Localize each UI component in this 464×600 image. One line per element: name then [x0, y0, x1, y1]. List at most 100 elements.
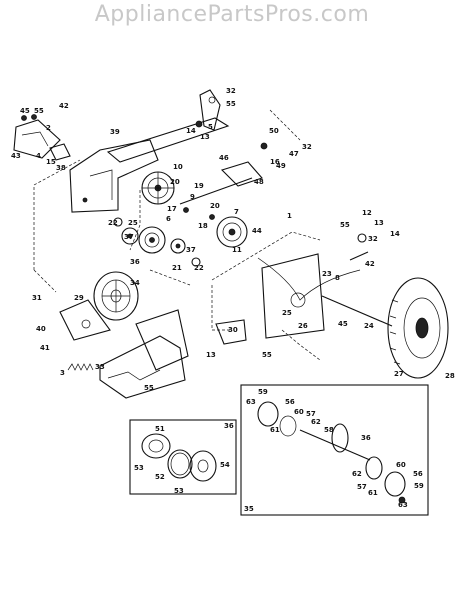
- label-63: 63: [398, 501, 408, 509]
- label-20: 20: [210, 202, 220, 210]
- label-16: 16: [270, 158, 280, 166]
- bushing-6: [183, 207, 189, 213]
- label-2: 2: [46, 124, 51, 132]
- label-58: 58: [324, 426, 334, 434]
- label-24: 24: [364, 322, 374, 330]
- washer-47: [260, 142, 268, 150]
- cable-42: [257, 257, 361, 301]
- pin-32: [357, 233, 367, 243]
- inset-axle-35: [240, 384, 429, 516]
- label-42: 42: [59, 102, 69, 110]
- label-39: 39: [110, 128, 120, 136]
- axle-key-12: [349, 251, 369, 261]
- bearing-22: [113, 217, 201, 267]
- label-8: 8: [335, 274, 340, 282]
- frame-plate: [261, 253, 325, 339]
- label-41: 41: [40, 344, 50, 352]
- label-62: 62: [352, 470, 362, 478]
- label-60: 60: [396, 461, 406, 469]
- label-53: 53: [134, 464, 144, 472]
- label-31: 31: [32, 294, 42, 302]
- label-36: 36: [224, 422, 234, 430]
- label-46: 46: [219, 154, 229, 162]
- lever-30: [215, 319, 247, 345]
- label-43: 43: [11, 152, 21, 160]
- inset-hub-36: [129, 419, 237, 495]
- label-57: 57: [306, 410, 316, 418]
- label-29: 29: [74, 294, 84, 302]
- label-25: 25: [282, 309, 292, 317]
- label-23: 23: [322, 270, 332, 278]
- shift-bracket-assembly: [13, 114, 71, 161]
- shield-32: [135, 309, 189, 371]
- plate-33: [99, 335, 186, 399]
- bracket-29-hole: [81, 319, 91, 329]
- label-1: 1: [287, 212, 292, 220]
- label-13: 13: [206, 351, 216, 359]
- label-25: 25: [128, 219, 138, 227]
- label-47: 47: [289, 150, 299, 158]
- label-55: 55: [226, 100, 236, 108]
- label-11: 11: [232, 246, 242, 254]
- label-32: 32: [368, 235, 378, 243]
- label-61: 61: [270, 426, 280, 434]
- friction-housing-39: [69, 139, 159, 213]
- bracket-29: [59, 299, 111, 341]
- label-36: 36: [361, 434, 371, 442]
- label-36: 36: [130, 258, 140, 266]
- label-18: 18: [198, 222, 208, 230]
- label-52: 52: [155, 473, 165, 481]
- label-7: 7: [234, 208, 239, 216]
- axle-24: [321, 295, 393, 327]
- label-61: 61: [368, 489, 378, 497]
- label-49: 49: [276, 162, 286, 170]
- label-53: 53: [174, 487, 184, 495]
- label-45: 45: [338, 320, 348, 328]
- label-9: 9: [190, 193, 195, 201]
- label-35: 35: [244, 505, 254, 513]
- label-10: 10: [173, 163, 183, 171]
- gear-10: [141, 171, 175, 205]
- label-22: 22: [108, 219, 118, 227]
- shift-rod-9: [179, 177, 253, 205]
- label-45: 45: [20, 107, 30, 115]
- label-27: 27: [394, 370, 404, 378]
- label-51: 51: [155, 425, 165, 433]
- frame-bearing: [290, 292, 306, 308]
- label-38: 38: [56, 164, 66, 172]
- label-50: 50: [269, 127, 279, 135]
- label-55: 55: [340, 221, 350, 229]
- label-34: 34: [130, 279, 140, 287]
- bushing-18: [209, 214, 215, 220]
- label-44: 44: [252, 227, 262, 235]
- label-55: 55: [144, 384, 154, 392]
- label-59: 59: [414, 482, 424, 490]
- label-37: 37: [124, 233, 134, 241]
- label-60: 60: [294, 408, 304, 416]
- label-21: 21: [172, 264, 182, 272]
- drive-pulley-34: [93, 271, 139, 321]
- label-32: 32: [226, 87, 236, 95]
- label-13: 13: [374, 219, 384, 227]
- plate-33-rib: [107, 369, 161, 381]
- label-3: 3: [60, 369, 65, 377]
- gear-37-left: [121, 227, 139, 245]
- gear-7: [216, 216, 248, 248]
- label-13: 13: [200, 133, 210, 141]
- label-37: 37: [186, 246, 196, 254]
- label-42: 42: [365, 260, 375, 268]
- gear-36: [138, 226, 166, 254]
- label-5: 5: [208, 123, 213, 131]
- wheel-tire-27: [387, 277, 449, 379]
- site-watermark: AppliancePartsPros.com: [94, 2, 370, 27]
- label-14: 14: [186, 127, 196, 135]
- label-55: 55: [34, 107, 44, 115]
- label-48: 48: [254, 178, 264, 186]
- bracket-46: [220, 161, 263, 187]
- label-40: 40: [36, 325, 46, 333]
- label-28: 28: [445, 372, 455, 380]
- label-15: 15: [46, 158, 56, 166]
- label-12: 12: [362, 209, 372, 217]
- label-32: 32: [302, 143, 312, 151]
